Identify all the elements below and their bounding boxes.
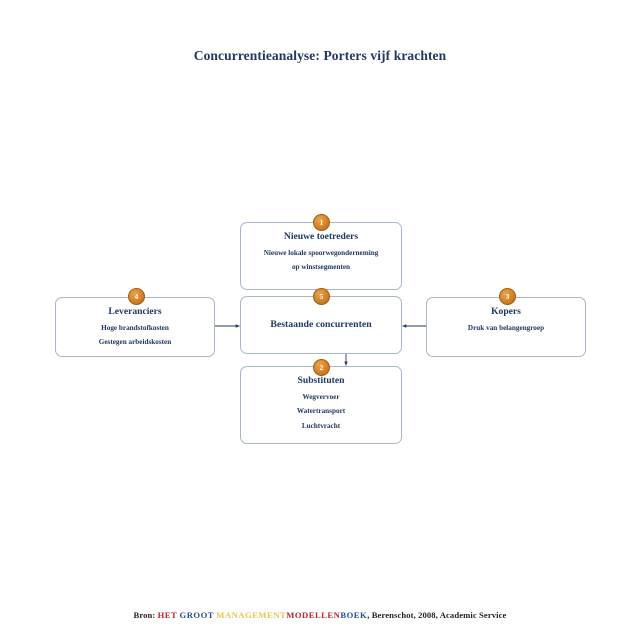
- force-badge-buyers: 3: [499, 288, 516, 305]
- force-box-new-entrants[interactable]: Nieuwe toetreders Nieuwe lokale spoorweg…: [240, 222, 402, 290]
- footer-boek: BOEK: [340, 610, 368, 620]
- force-box-title: Substituten: [297, 375, 345, 386]
- force-badge-rivalry: 5: [313, 288, 330, 305]
- footer-management: MANAGEMENT: [216, 610, 287, 620]
- force-badge-suppliers: 4: [128, 288, 145, 305]
- force-box-line: op winstsegmenten: [291, 263, 351, 272]
- footer-het: HET: [157, 610, 178, 620]
- force-box-line: Gestegen arbeidskosten: [98, 338, 172, 347]
- force-box-title: Nieuwe toetreders: [283, 231, 359, 242]
- force-box-line: Nieuwe lokale spoorwegonderneming: [263, 248, 379, 257]
- page-title: Concurrentieanalyse: Porters vijf kracht…: [193, 48, 447, 63]
- force-box-title: Leveranciers: [108, 306, 162, 317]
- force-box-line: Watertransport: [296, 407, 346, 416]
- force-box-substitutes[interactable]: Substituten Wegvervoer Watertransport Lu…: [240, 366, 402, 444]
- force-box-line: Druk van belangengroep: [467, 323, 545, 332]
- footer-modellen: MODELLEN: [286, 610, 341, 620]
- force-box-buyers[interactable]: Kopers Druk van belangengroep: [426, 297, 586, 357]
- force-box-line: Wegvervoer: [302, 392, 340, 401]
- force-badge-substitutes: 2: [313, 359, 330, 376]
- force-box-title: Bestaande concurrenten: [270, 318, 372, 330]
- force-box-title: Kopers: [491, 306, 521, 317]
- force-badge-new-entrants: 1: [313, 214, 330, 231]
- force-box-suppliers[interactable]: Leveranciers Hoge brandstofkosten Gesteg…: [55, 297, 215, 357]
- force-box-line: Luchtvracht: [301, 421, 341, 430]
- force-box-line: Hoge brandstofkosten: [101, 323, 169, 332]
- force-box-rivalry[interactable]: Bestaande concurrenten: [240, 296, 402, 354]
- footer-tail: , Berenschot, 2008, Academic Service: [367, 610, 507, 620]
- source-footer: Bron: HET GROOT MANAGEMENTMODELLENBOEK, …: [0, 610, 640, 620]
- footer-groot: GROOT: [179, 610, 215, 620]
- footer-bron-label: Bron:: [133, 610, 156, 620]
